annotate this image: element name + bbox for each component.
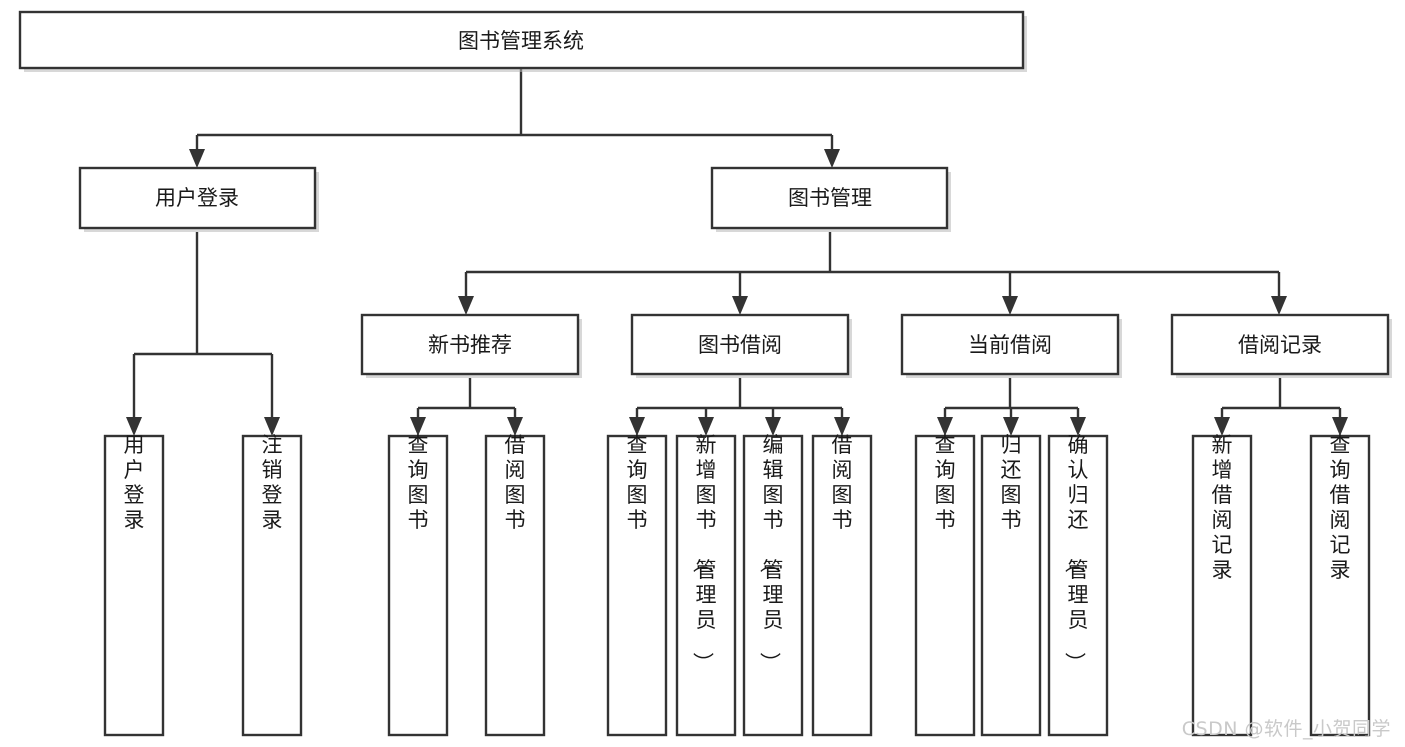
arrowhead-cb-confirm-return [1070,417,1086,436]
node-book-management[interactable]: 图书管理 [710,166,951,232]
leaf-bb-query-book-box[interactable] [606,434,668,737]
arrowhead-to-book-manage [824,149,840,168]
arrowhead-bb-borrow-book [834,417,850,436]
arrowhead-to-new-book [458,296,474,315]
book-management-label: 图书管理 [788,186,872,210]
leaf-br-query-record[interactable]: 查询借阅记录 [1309,433,1371,737]
leaf-nb-query-book-label: 查询图书 [408,433,429,532]
node-new-book-recommend[interactable]: 新书推荐 [360,313,582,378]
book-borrow-label: 图书借阅 [698,333,782,357]
arrowhead-nb-query-book [410,417,426,436]
leaf-cb-confirm-return-label: 确认归还（管理员） [1063,433,1089,673]
edge-user-login-trunk [132,232,274,422]
node-user-login[interactable]: 用户登录 [78,166,319,232]
leaf-cb-return-book-box[interactable] [980,434,1042,737]
current-borrow-box[interactable] [900,313,1120,376]
leaf-logout-label: 注销登录 [262,433,283,532]
leaf-cb-return-book-label: 归还图书 [1001,433,1022,532]
leaf-cb-query-book[interactable]: 查询图书 [914,433,976,737]
user-login-box[interactable] [78,166,317,230]
leaf-bb-edit-book-label: 编辑图书（管理员） [758,433,784,673]
leaf-br-add-record-label: 新增借阅记录 [1212,433,1233,582]
leaf-nb-query-book-box[interactable] [387,434,449,737]
leaf-nb-borrow-book-box[interactable] [484,434,546,737]
borrow-record-box[interactable] [1170,313,1390,376]
arrowhead-to-user-login [189,149,205,168]
csdn-watermark: CSDN @软件_小贺同学 [1181,718,1391,740]
leaf-cb-return-book[interactable]: 归还图书 [980,433,1042,737]
arrowhead-cb-return-book [1003,417,1019,436]
node-current-borrow[interactable]: 当前借阅 [900,313,1122,378]
arrowhead-cb-query-book [937,417,953,436]
arrowhead-to-current-borrow [1002,296,1018,315]
arrowhead-leaf-user-login [126,417,142,436]
arrowhead-bb-add-book [698,417,714,436]
leaf-bb-query-book-label: 查询图书 [627,433,648,532]
leaf-user-login-label: 用户登录 [124,433,145,532]
leaf-cb-confirm-return-box[interactable] [1047,434,1109,737]
edge-current-borrow-trunk [943,378,1080,422]
book-management-box[interactable] [710,166,949,230]
arrowhead-to-borrow-record [1271,296,1287,315]
user-login-label: 用户登录 [155,186,239,210]
arrowhead-br-query-record [1332,417,1348,436]
leaf-br-query-record-label: 查询借阅记录 [1330,433,1351,582]
edge-borrow-record-trunk [1220,378,1342,422]
arrowhead-bb-edit-book [765,417,781,436]
new-book-recommend-box[interactable] [360,313,580,376]
arrowhead-nb-borrow-book [507,417,523,436]
leaf-bb-borrow-book[interactable]: 借阅图书 [811,433,873,737]
edge-layer [126,68,1348,436]
leaf-bb-borrow-book-label: 借阅图书 [832,433,853,532]
leaf-bb-edit-book[interactable]: 编辑图书（管理员） [742,433,804,737]
node-borrow-record[interactable]: 借阅记录 [1170,313,1392,378]
current-borrow-label: 当前借阅 [968,333,1052,357]
leaf-br-query-record-box[interactable] [1309,434,1371,737]
leaf-bb-add-book[interactable]: 新增图书（管理员） [675,433,737,737]
leaf-bb-query-book[interactable]: 查询图书 [606,433,668,737]
edge-new-book-trunk [416,378,517,422]
leaf-user-login[interactable]: 用户登录 [103,433,165,737]
borrow-record-label: 借阅记录 [1238,333,1322,357]
edge-book-borrow-trunk [635,378,844,422]
leaf-cb-confirm-return[interactable]: 确认归还（管理员） [1047,433,1109,737]
leaf-bb-add-book-box[interactable] [675,434,737,737]
arrowhead-to-book-borrow [732,296,748,315]
leaf-br-add-record[interactable]: 新增借阅记录 [1191,433,1253,737]
leaf-nb-borrow-book-label: 借阅图书 [505,433,526,532]
leaf-bb-edit-book-box[interactable] [742,434,804,737]
node-book-borrow[interactable]: 图书借阅 [630,313,852,378]
root-label: 图书管理系统 [458,29,584,53]
book-borrow-box[interactable] [630,313,850,376]
arrowhead-br-add-record [1214,417,1230,436]
leaf-bb-borrow-book-box[interactable] [811,434,873,737]
arrowhead-leaf-logout [264,417,280,436]
leaf-nb-borrow-book[interactable]: 借阅图书 [484,433,546,737]
leaf-bb-add-book-label: 新增图书（管理员） [691,433,717,673]
node-root[interactable]: 图书管理系统 [18,10,1027,72]
arrowhead-bb-query-book [629,417,645,436]
leaf-logout-box[interactable] [241,434,303,737]
root-box[interactable] [18,10,1025,70]
leaf-logout[interactable]: 注销登录 [241,433,303,737]
edge-root-trunk [195,68,834,153]
leaf-cb-query-book-label: 查询图书 [935,433,956,532]
leaf-cb-query-book-box[interactable] [914,434,976,737]
leaf-br-add-record-box[interactable] [1191,434,1253,737]
edge-book-manage-trunk [464,232,1281,300]
leaf-nb-query-book[interactable]: 查询图书 [387,433,449,737]
new-book-recommend-label: 新书推荐 [428,333,512,357]
leaf-user-login-box[interactable] [103,434,165,737]
